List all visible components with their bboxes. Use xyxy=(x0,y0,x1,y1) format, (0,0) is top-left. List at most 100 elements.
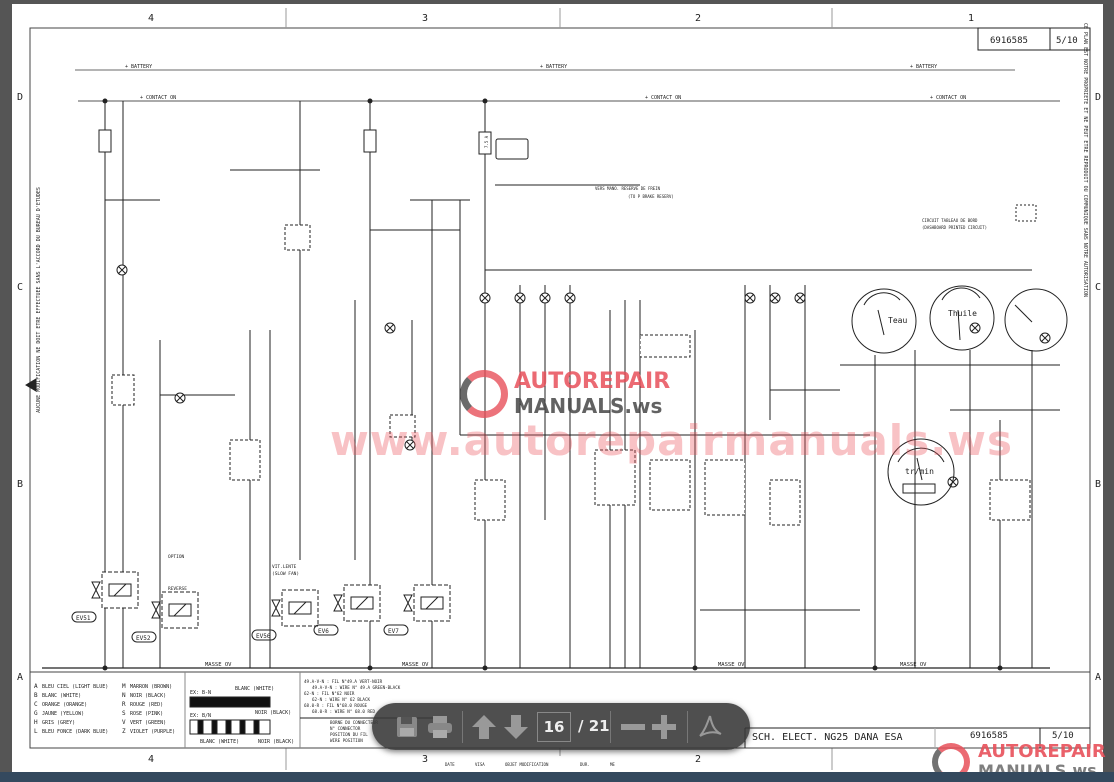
ground-label: MASSE OV xyxy=(205,662,232,668)
relay-box xyxy=(989,479,1031,521)
relay-box xyxy=(474,479,506,521)
next-page-button[interactable] xyxy=(502,713,530,741)
junction-dot xyxy=(482,665,488,671)
label: (TO P BRAKE RESERV) xyxy=(628,194,674,199)
label: BLEU CIEL (LIGHT BLUE) xyxy=(42,684,108,690)
label: R xyxy=(122,701,126,708)
junction-dot xyxy=(997,665,1003,671)
label: MARRON (BROWN) xyxy=(130,684,172,690)
indicator-lamp xyxy=(794,292,806,304)
label: 49.A-V-N : WIRE N° 49.A GREEN-BLACK xyxy=(312,685,401,690)
junction-dot xyxy=(692,665,698,671)
plus-icon xyxy=(652,715,676,739)
label: 68.0-R : FIL N°68.0 ROUGE xyxy=(304,703,368,708)
left-notice: AUCUNE MODIFICATION NE DOIT ETRE EFFECTU… xyxy=(36,187,42,413)
indicator-lamp xyxy=(769,292,781,304)
ground-label: MASSE OV xyxy=(900,662,927,668)
label: REVERSE xyxy=(168,586,187,592)
previous-page-button[interactable] xyxy=(470,713,498,741)
label: VERT (GREEN) xyxy=(130,720,166,726)
doc-number: 6916585 xyxy=(990,36,1028,46)
column-marker: 4 xyxy=(148,754,154,765)
revision-header: DATE xyxy=(445,762,455,767)
solenoid-valve-ev56 xyxy=(251,589,319,641)
relay-box xyxy=(111,374,135,406)
print-button[interactable] xyxy=(426,713,454,741)
acrobat-icon xyxy=(699,715,722,737)
row-marker: D xyxy=(17,92,23,103)
indicator-lamp xyxy=(174,392,186,404)
zoom-out-button[interactable] xyxy=(619,713,647,741)
battery-label: + BATTERY xyxy=(125,64,152,70)
printer-icon xyxy=(428,716,452,738)
label: BLANC (WHITE) xyxy=(235,686,274,692)
column-marker: 3 xyxy=(422,13,428,24)
open-in-acrobat-button[interactable] xyxy=(696,713,724,741)
sheet-number: 5/10 xyxy=(1056,36,1078,46)
label: NOIR (BLACK) xyxy=(255,710,291,716)
save-button[interactable] xyxy=(393,713,421,741)
indicator-lamp xyxy=(404,439,416,451)
right-notice: CE PLAN EST NOTRE PROPRIETE ET NE PEUT E… xyxy=(1082,23,1088,297)
revision-header: OBJET MODIFICATION xyxy=(505,762,549,767)
label: CIRCUIT TABLEAU DE BORD xyxy=(922,218,978,223)
oil-temp-gauge xyxy=(929,285,995,351)
label: tr/min xyxy=(905,467,934,476)
label: ROUGE (RED) xyxy=(130,702,163,708)
indicator-lamp xyxy=(479,292,491,304)
dashboard-module xyxy=(1015,204,1037,222)
revision-header: ME xyxy=(610,762,615,767)
relay-box xyxy=(704,459,746,516)
label: G xyxy=(34,710,38,717)
label: JAUNE (YELLOW) xyxy=(42,711,84,717)
solenoid-valve-ev52 xyxy=(131,591,199,643)
relay-box xyxy=(284,224,311,251)
valve-label: EV51 xyxy=(76,615,91,622)
label: (SLOW FAN) xyxy=(272,571,299,577)
indicator-lamp xyxy=(744,292,756,304)
drawing-title: SCH. ELECT. NG25 DANA ESA xyxy=(752,732,903,743)
column-marker: 1 xyxy=(968,13,974,24)
contact-on-label: + CONTACT ON xyxy=(930,95,966,101)
indicator-lamp xyxy=(947,476,959,488)
label: H xyxy=(34,719,38,726)
relay-box xyxy=(389,414,416,438)
fuel-gauge xyxy=(1004,288,1068,352)
column-marker: 3 xyxy=(422,754,428,765)
label: Teau xyxy=(888,316,907,325)
indicator-lamp xyxy=(514,292,526,304)
column-marker: 4 xyxy=(148,13,154,24)
junction-dot xyxy=(872,665,878,671)
label: 68.0-R : WIRE N° 68.0 RED xyxy=(312,709,376,714)
arrow-up-icon xyxy=(472,715,496,739)
battery-label: + BATTERY xyxy=(540,64,567,70)
label: ROSE (PINK) xyxy=(130,711,163,717)
page-number-input[interactable] xyxy=(537,712,571,742)
label: Z xyxy=(122,728,126,735)
label: OPTION xyxy=(168,554,185,560)
row-marker: B xyxy=(17,479,23,490)
fuse xyxy=(98,129,112,153)
label: 49.A-V-N : FIL N°49.A VERT-NOIR xyxy=(304,679,383,684)
indicator-lamp xyxy=(384,322,396,334)
label: L xyxy=(34,728,38,735)
left-page-marker-icon xyxy=(25,378,37,392)
label: V xyxy=(122,719,126,726)
junction-dot xyxy=(482,98,488,104)
label: NOIR (BLACK) xyxy=(258,739,294,745)
column-marker: 2 xyxy=(695,13,701,24)
solenoid-valve-ev51 xyxy=(71,571,139,623)
relay-box xyxy=(594,449,636,506)
contact-on-label: + CONTACT ON xyxy=(645,95,681,101)
label: BLANC (WHITE) xyxy=(42,693,81,699)
label: C xyxy=(34,701,38,708)
battery-label: + BATTERY xyxy=(910,64,937,70)
valve-label: EV6 xyxy=(318,628,329,635)
indicator-lamp xyxy=(539,292,551,304)
label: N xyxy=(122,692,126,699)
zoom-in-button[interactable] xyxy=(650,713,678,741)
revision-header: VISA xyxy=(475,762,485,767)
relay-box xyxy=(639,334,691,358)
